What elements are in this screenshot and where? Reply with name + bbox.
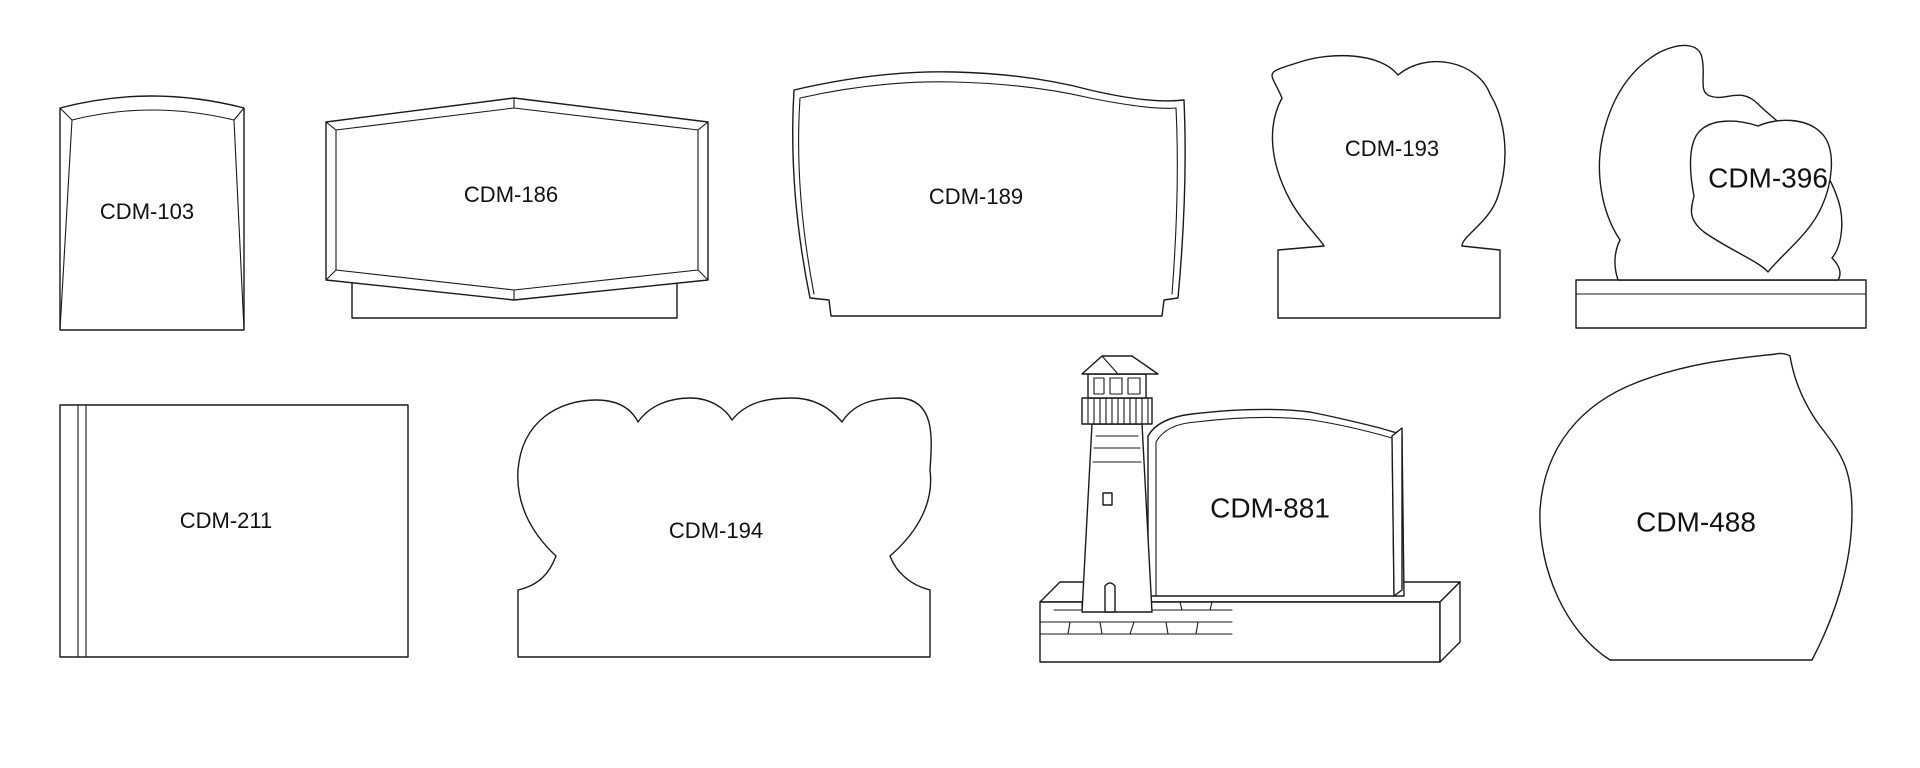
monument-cdm-881[interactable]: CDM-881 [1039,355,1461,663]
cdm-881-lantern-panes [1093,377,1141,395]
cdm-103-label: CDM-103 [100,199,194,224]
monument-cdm-396[interactable]: CDM-396 [1575,44,1867,329]
monument-cdm-211[interactable]: CDM-211 [59,404,409,658]
cdm-881-tablet-edge [1155,416,1395,597]
monument-cdm-194[interactable]: CDM-194 [517,397,932,658]
monument-cdm-488[interactable]: CDM-488 [1539,352,1853,661]
cdm-189-bevel [798,81,1178,295]
cdm-193-outline [1271,54,1506,319]
cdm-881-roof-ridge [1101,355,1119,375]
cdm-881-tablet-side [1391,427,1403,597]
cdm-189-outline [792,71,1186,317]
cdm-103-outline [59,95,245,331]
cdm-396-label: CDM-396 [1708,162,1828,193]
cdm-881-lighthouse-window [1102,492,1113,506]
monument-cdm-103[interactable]: CDM-103 [59,95,245,331]
cdm-186-bevel [325,97,709,301]
cdm-396-base [1575,279,1867,329]
cdm-881-base-side [1439,581,1461,663]
cdm-189-label: CDM-189 [929,184,1023,209]
cdm-194-outline [517,397,932,658]
cdm-186-label: CDM-186 [464,182,558,207]
cdm-211-spine [77,404,87,658]
cdm-488-label: CDM-488 [1636,506,1756,537]
cdm-211-label: CDM-211 [180,508,273,533]
monument-cdm-189[interactable]: CDM-189 [792,71,1186,317]
cdm-881-lighthouse-roof [1081,355,1159,375]
cdm-193-label: CDM-193 [1345,136,1439,161]
cdm-194-label: CDM-194 [669,518,763,543]
cdm-881-lighthouse-door [1104,582,1116,613]
cdm-881-tablet [1147,408,1405,597]
monument-cdm-186[interactable]: CDM-186 [325,97,709,319]
cdm-881-lighthouse-tower [1081,423,1153,613]
cdm-103-bevel [59,107,245,331]
cdm-881-lighthouse-bands [1092,435,1142,463]
cdm-211-outline [59,404,409,658]
cdm-881-lighthouse-rails [1087,397,1149,425]
cdm-881-label: CDM-881 [1210,492,1330,523]
cdm-488-outline [1539,352,1853,661]
monument-cdm-193[interactable]: CDM-193 [1271,54,1506,319]
cdm-396-heart [1689,119,1833,273]
